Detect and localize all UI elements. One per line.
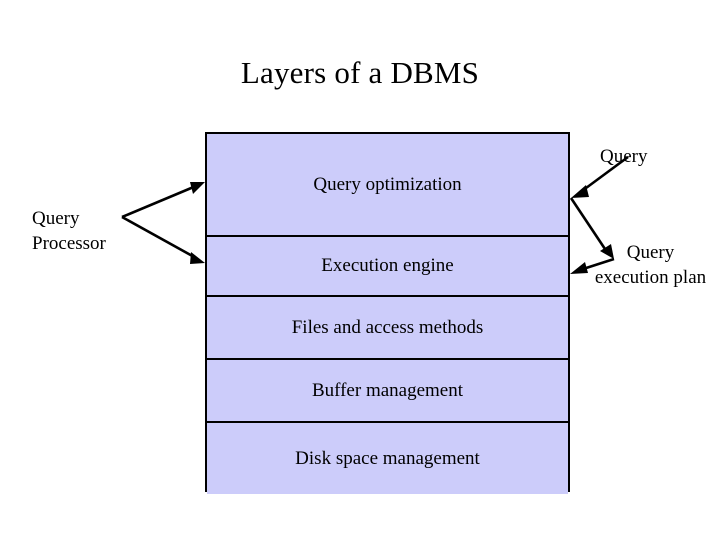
layer-disk-space-management[interactable]: Disk space management [207, 421, 568, 494]
label-query: Query [600, 146, 648, 167]
layer-files-and-access-methods[interactable]: Files and access methods [207, 295, 568, 358]
layer-query-optimization[interactable]: Query optimization [207, 134, 568, 235]
layer-execution-engine[interactable]: Execution engine [207, 235, 568, 295]
dbms-layer-stack: Query optimization Execution engine File… [205, 132, 570, 494]
label-query-processor: Query Processor [32, 208, 106, 254]
layer-execution-engine-label: Execution engine [321, 255, 454, 276]
layer-disk-space-management-label: Disk space management [295, 447, 480, 469]
label-query-execution-plan: Query execution plan [594, 242, 707, 288]
layer-buffer-management[interactable]: Buffer management [207, 358, 568, 421]
page-title: Layers of a DBMS [240, 55, 480, 90]
layer-files-and-access-methods-label: Files and access methods [291, 316, 484, 338]
layer-query-optimization-label: Query optimization [313, 173, 462, 195]
layer-buffer-management-label: Buffer management [311, 379, 464, 401]
